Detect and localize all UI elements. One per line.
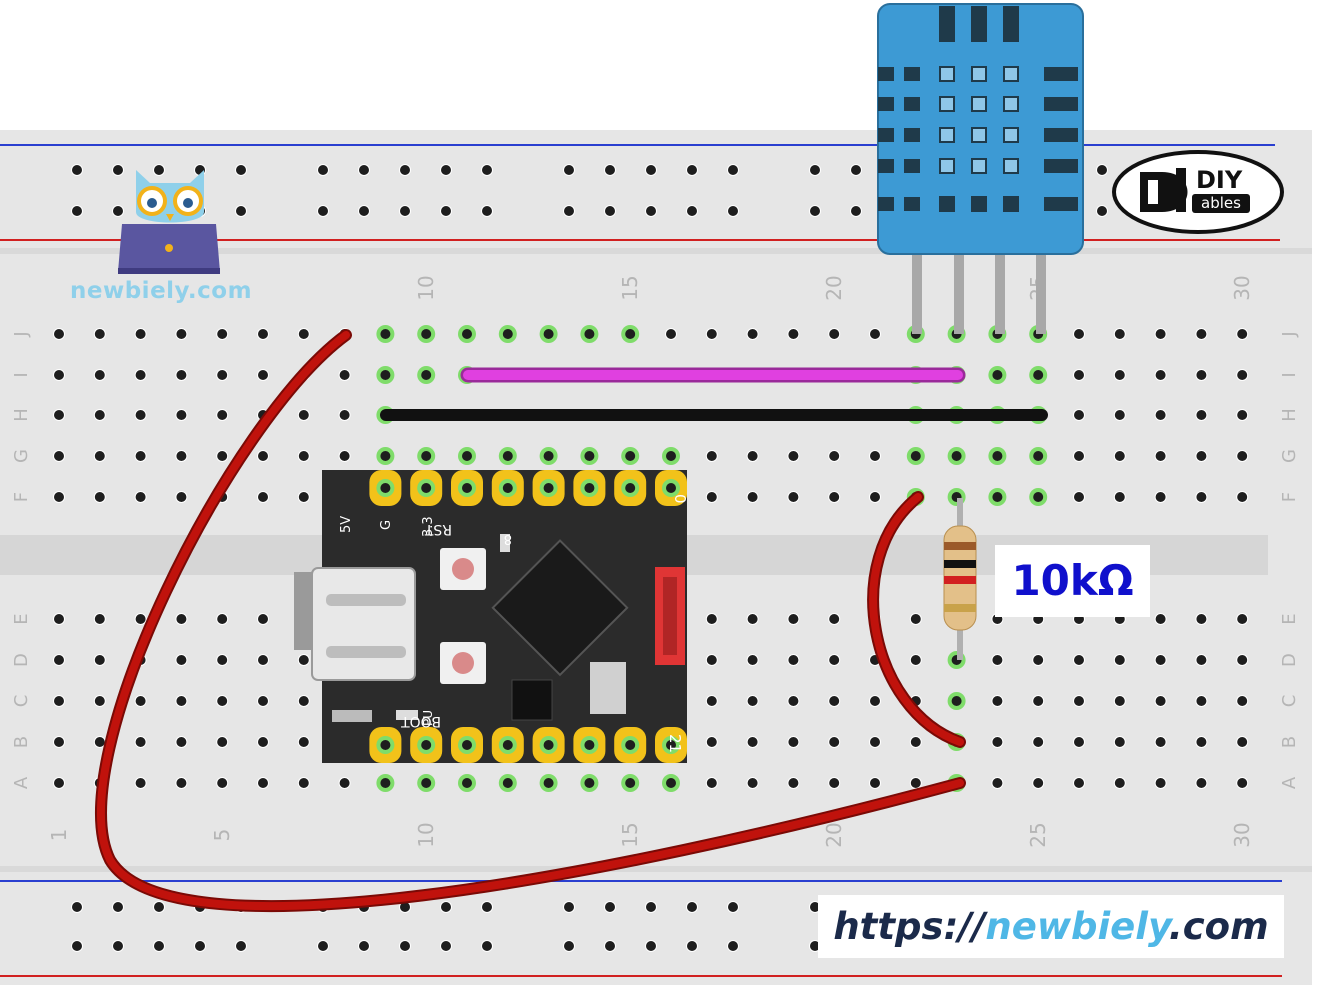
row-letter-label: F — [1279, 492, 1300, 502]
resistor — [943, 498, 977, 660]
silk-21: 21 — [666, 734, 684, 753]
silk-5v: 5V — [339, 516, 354, 533]
row-letter-label: D — [11, 653, 32, 667]
url-suffix: .com — [1168, 905, 1269, 948]
newbiely-owl-icon — [118, 170, 220, 274]
column-number-label: 25 — [1026, 822, 1050, 847]
column-number-label: 30 — [1230, 275, 1254, 300]
website-url[interactable]: https://newbiely.com — [818, 895, 1284, 958]
row-letter-label: C — [1279, 695, 1300, 708]
row-letter-label: B — [11, 736, 32, 748]
row-letter-label: G — [11, 449, 32, 463]
diyables-logo-bottom-text: ables — [1192, 194, 1250, 213]
breadboard-divider-top — [0, 248, 1312, 254]
breadboard-labels: 1015202530151015202530JJIIHHGGFFEEDDCCBB… — [11, 275, 1300, 847]
dht-sensor — [877, 3, 1084, 255]
silk-0: 0 — [671, 494, 689, 504]
row-letter-label: J — [1279, 331, 1300, 337]
column-number-label: 10 — [414, 275, 438, 300]
sensor-vent-grid — [878, 6, 1078, 212]
column-number-label: 1 — [47, 829, 71, 842]
usb-c-port — [311, 567, 416, 681]
row-letter-label: E — [11, 613, 32, 624]
row-letter-label: A — [11, 776, 32, 789]
resistor-value-label: 10kΩ — [995, 545, 1150, 617]
board-pin-pads — [369, 470, 687, 763]
url-prefix: https:// — [833, 905, 986, 948]
silk-pu: PU — [421, 710, 435, 726]
row-letter-label: A — [1279, 776, 1300, 789]
column-number-label: 10 — [414, 822, 438, 847]
row-letter-label: I — [11, 372, 32, 377]
column-number-label: 15 — [618, 822, 642, 847]
silk-boot: BOOT — [401, 713, 441, 729]
row-letter-label: J — [11, 331, 32, 337]
row-letter-label: B — [1279, 736, 1300, 748]
column-number-label: 20 — [822, 275, 846, 300]
row-letter-label: F — [11, 492, 32, 502]
row-letter-label: D — [1279, 653, 1300, 667]
column-number-label: 20 — [822, 822, 846, 847]
column-number-label: 30 — [1230, 822, 1254, 847]
column-number-label: 5 — [210, 829, 234, 842]
row-letter-label: G — [1279, 449, 1300, 463]
mcu-chip — [491, 539, 629, 677]
newbiely-brand-text: newbiely.com — [70, 278, 253, 304]
row-letter-label: E — [1279, 613, 1300, 624]
silk-g: G — [379, 520, 394, 530]
row-letter-label: C — [11, 695, 32, 708]
row-letter-label: H — [11, 408, 32, 422]
url-name: newbiely — [985, 905, 1169, 948]
row-letter-label: H — [1279, 408, 1300, 422]
diyables-logo-top-text: DIY — [1196, 166, 1243, 194]
silk-3v3: 3.3 — [421, 516, 436, 537]
row-letter-label: I — [1279, 372, 1300, 377]
column-number-label: 15 — [618, 275, 642, 300]
breadboard-divider-bottom — [0, 866, 1312, 872]
sensor-legs — [912, 252, 1046, 334]
silk-8: 8 — [504, 531, 512, 546]
esp32-c3-board — [294, 470, 687, 763]
silk-rst: RST — [424, 521, 452, 537]
